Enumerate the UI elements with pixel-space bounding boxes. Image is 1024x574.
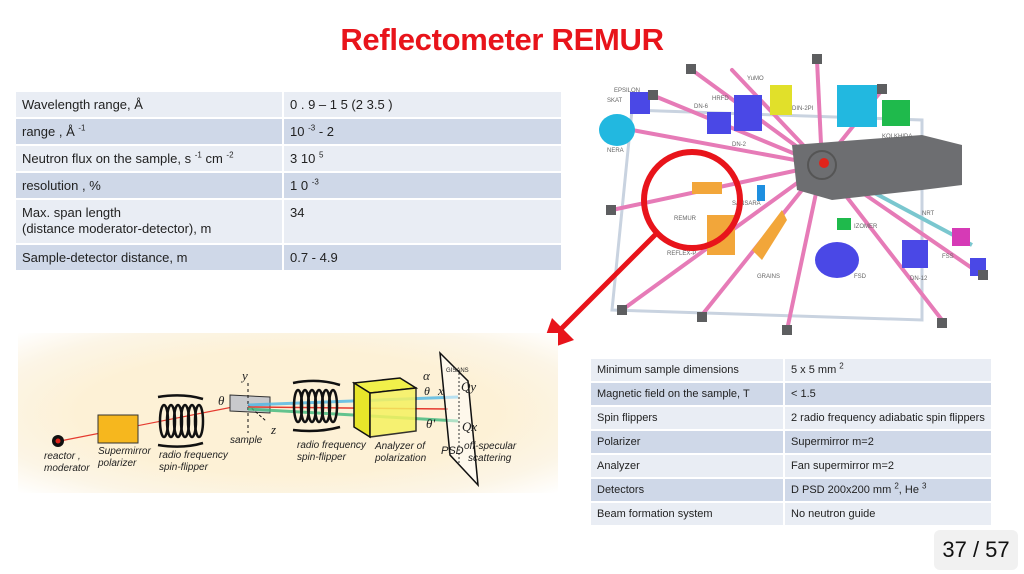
row-label: Polarizer bbox=[591, 431, 785, 455]
reactor-core-center bbox=[819, 158, 829, 168]
row-value: 3 10 5 bbox=[284, 146, 561, 173]
svg-text:KOLKHIDA: KOLKHIDA bbox=[882, 134, 912, 140]
svg-text:GRAINS: GRAINS bbox=[757, 274, 780, 280]
row-value: 10 -3 - 2 bbox=[284, 119, 561, 146]
row-label: Wavelength range, Å bbox=[16, 92, 284, 119]
svg-text:SKAT: SKAT bbox=[607, 98, 623, 104]
row-label: range , Å -1 bbox=[16, 119, 284, 146]
facility-map-svg: EPSILON SKAT NERA DN-6 HRFD YuMO DIN-2PI… bbox=[599, 54, 988, 335]
row-value: No neutron guide bbox=[785, 503, 991, 527]
svg-text:YuMO: YuMO bbox=[747, 76, 764, 82]
floor-outline bbox=[610, 108, 924, 322]
row-label: Neutron flux on the sample, s -1 cm -2 bbox=[16, 146, 284, 173]
svg-text:DN-12: DN-12 bbox=[910, 276, 928, 282]
incident-beam bbox=[59, 404, 244, 442]
table-row: Beam formation system No neutron guide bbox=[591, 503, 991, 527]
row-label: Magnetic field on the sample, T bbox=[591, 383, 785, 407]
row-label: Sample-detector distance, m bbox=[16, 245, 284, 272]
row-label: Analyzer bbox=[591, 455, 785, 479]
qy-label: Qy bbox=[461, 379, 477, 394]
svg-text:NRT: NRT bbox=[922, 211, 935, 217]
specular-beam bbox=[247, 406, 449, 410]
label-sample: sample bbox=[230, 435, 263, 446]
svg-text:DN-6: DN-6 bbox=[694, 104, 709, 110]
svg-text:NERA: NERA bbox=[607, 148, 624, 154]
table-row: range , Å -1 10 -3 - 2 bbox=[16, 119, 561, 146]
table-row: Detectors D PSD 200x200 mm 2, He 3 bbox=[591, 479, 991, 503]
reactor-building bbox=[792, 135, 962, 200]
table-row: resolution , % 1 0 -3 bbox=[16, 173, 561, 200]
row-label: Beam formation system bbox=[591, 503, 785, 527]
axis-z-label: z bbox=[271, 422, 277, 437]
row-value: 1 0 -3 bbox=[284, 173, 561, 200]
remur-highlight-ring bbox=[641, 149, 743, 251]
reflected-beam-down bbox=[247, 407, 459, 423]
label-gisans: GISANS bbox=[446, 368, 469, 374]
instrument-blocks bbox=[599, 85, 986, 278]
slide-title: Reflectometer REMUR bbox=[340, 22, 664, 57]
row-value: 5 x 5 mm 2 bbox=[785, 359, 991, 383]
polarizer-block bbox=[97, 414, 139, 444]
row-value: Fan supermirror m=2 bbox=[785, 455, 991, 479]
theta-out-label: θ bbox=[424, 384, 430, 398]
table-row: Max. span length(distance moderator-dete… bbox=[16, 200, 561, 245]
row-label: resolution , % bbox=[16, 173, 284, 200]
schematic-svg bbox=[52, 350, 479, 488]
svg-text:FSS: FSS bbox=[942, 254, 954, 260]
svg-text:HRFD: HRFD bbox=[712, 96, 729, 102]
qx-label: Qx bbox=[462, 419, 478, 434]
svg-text:DN-2: DN-2 bbox=[732, 142, 747, 148]
table-row: Neutron flux on the sample, s -1 cm -2 3… bbox=[16, 146, 561, 173]
label-psd: PSD bbox=[441, 445, 464, 457]
svg-text:REFLEX-P: REFLEX-P bbox=[667, 251, 696, 257]
row-label: Minimum sample dimensions bbox=[591, 359, 785, 383]
row-value: 34 bbox=[284, 200, 561, 245]
theta-label: θ bbox=[218, 393, 225, 408]
reflected-beam-up bbox=[247, 395, 459, 407]
table-row: Polarizer Supermirror m=2 bbox=[591, 431, 991, 455]
table-row: Minimum sample dimensions 5 x 5 mm 2 bbox=[591, 359, 991, 383]
svg-text:FSD: FSD bbox=[854, 274, 867, 280]
row-label: Detectors bbox=[591, 479, 785, 503]
table-row: Sample-detector distance, m 0.7 - 4.9 bbox=[16, 245, 561, 272]
table-row: Magnetic field on the sample, T < 1.5 bbox=[591, 383, 991, 407]
table-row: Spin flippers 2 radio frequency adiabati… bbox=[591, 407, 991, 431]
svg-text:SANSARA: SANSARA bbox=[732, 201, 761, 207]
main-parameters-table: Wavelength range, Å 0 . 9 – 1 5 (2 3.5 )… bbox=[16, 92, 561, 272]
row-value: 0 . 9 – 1 5 (2 3.5 ) bbox=[284, 92, 561, 119]
row-value: D PSD 200x200 mm 2, He 3 bbox=[785, 479, 991, 503]
axis-y-label: y bbox=[242, 368, 248, 383]
svg-text:IZOMER: IZOMER bbox=[854, 224, 878, 230]
table-row: Wavelength range, Å 0 . 9 – 1 5 (2 3.5 ) bbox=[16, 92, 561, 119]
alpha-label: α bbox=[423, 368, 430, 383]
row-label: Max. span length(distance moderator-dete… bbox=[16, 200, 284, 245]
row-value: 0.7 - 4.9 bbox=[284, 245, 561, 272]
instrument-spec-table: Minimum sample dimensions 5 x 5 mm 2 Mag… bbox=[591, 359, 991, 527]
row-value: Supermirror m=2 bbox=[785, 431, 991, 455]
arrow-shaft bbox=[556, 232, 658, 334]
spin-flipper-coil-1 bbox=[157, 394, 205, 448]
svg-text:DIN-2PI: DIN-2PI bbox=[792, 106, 814, 112]
page-indicator: 37 / 57 bbox=[934, 530, 1018, 570]
label-reactor: reactor ,moderator bbox=[44, 451, 90, 474]
row-label: Spin flippers bbox=[591, 407, 785, 431]
axis-x-label: x bbox=[438, 383, 444, 398]
beam-stops bbox=[606, 54, 988, 335]
facility-map-illustration: EPSILON SKAT NERA DN-6 HRFD YuMO DIN-2PI… bbox=[592, 50, 1007, 340]
theta-prime-label: θ' bbox=[426, 416, 436, 431]
row-value: 2 radio frequency adiabatic spin flipper… bbox=[785, 407, 991, 431]
analyzer-cube bbox=[351, 377, 419, 439]
table-row: Analyzer Fan supermirror m=2 bbox=[591, 455, 991, 479]
spin-flipper-coil-2 bbox=[292, 379, 341, 433]
svg-text:EPSILON: EPSILON bbox=[614, 88, 640, 94]
row-value: < 1.5 bbox=[785, 383, 991, 407]
svg-text:REMUR: REMUR bbox=[674, 216, 697, 222]
